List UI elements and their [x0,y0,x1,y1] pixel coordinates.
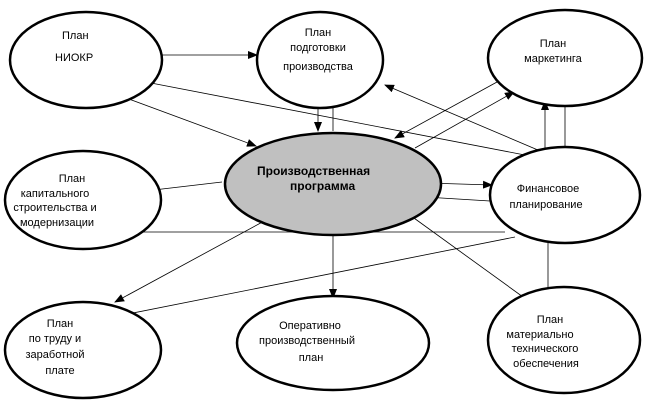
node-label: подготовки [290,42,346,54]
node-label: технического [512,343,579,355]
node-prep: План подготовки производства [255,10,385,110]
edge-center-supply [406,212,531,303]
node-marketing: План маркетинга [486,8,644,108]
node-niokr: План НИОКР [8,10,164,110]
node-operative: Оперативно производственный план [235,294,431,392]
edge-finance-labor [117,236,516,319]
node-labor: План по труду и заработной плате [3,300,163,400]
node-label: план [299,352,324,364]
node-label: План [47,318,74,330]
node-label: по труду и [29,333,81,345]
node-finance: Финансовое планирование [488,145,642,245]
node-label: производства [283,61,354,73]
node-label: плате [45,365,74,377]
node-label: План [540,38,567,50]
node-center: Производственная программа [223,131,443,237]
edge-niokr-finance [124,77,531,157]
node-label: обеспечения [513,358,579,370]
node-label: Оперативно [279,320,341,332]
node-label: материально [506,329,573,341]
node-label: План [59,173,86,185]
node-capital: План капитального строительства и модерн… [3,149,163,251]
node-label: капитального [21,188,90,200]
edge-finance-prep [384,84,553,157]
edge-center-marketing [414,91,515,149]
node-label: программа [290,179,356,193]
node-label: строительства и [13,202,96,214]
node-label: План [305,27,332,39]
node-label: производственный [259,335,355,347]
node-label: НИОКР [55,52,93,64]
node-label: планирование [509,199,582,211]
node-supply: План материально технического обеспечени… [486,285,642,395]
edge-niokr-center [109,91,257,147]
node-label: Финансовое [517,183,579,195]
node-label: заработной [26,349,85,361]
node-label: маркетинга [524,53,583,65]
node-label: Производственная [257,164,370,178]
node-label: План [537,314,564,326]
edge-marketing-center [394,81,498,139]
node-label: модернизации [20,217,94,229]
node-label: План [62,30,89,42]
edge-center-labor [114,218,269,303]
